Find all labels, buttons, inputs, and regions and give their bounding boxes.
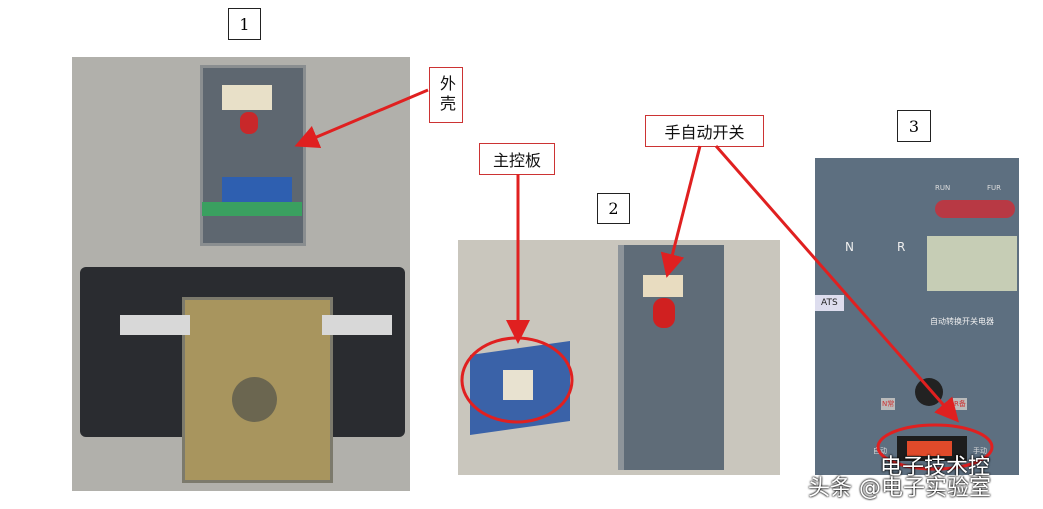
bracket	[643, 275, 683, 297]
selector-r-label: R备	[953, 398, 967, 410]
callout-manual-auto-switch: 手自动开关	[645, 115, 764, 147]
blue-relays	[222, 177, 292, 202]
callout-shell: 外壳	[429, 67, 463, 123]
watermark-line2: 头条 @电子实验室	[808, 476, 991, 501]
red-handle	[653, 298, 675, 328]
watermark-line1: 电子技术控	[880, 455, 991, 480]
callout-main-board: 主控板	[479, 143, 555, 175]
product-name: 自动转换开关电器	[930, 317, 994, 326]
run-led-label: RUN	[935, 184, 951, 192]
brand-logo	[935, 200, 1015, 218]
gear	[232, 377, 277, 422]
figure-label-1: 1	[228, 8, 261, 40]
main-board-chip	[503, 370, 533, 400]
terminal-block-right	[322, 315, 392, 335]
source-r-label: R	[897, 240, 906, 254]
green-terminals	[202, 202, 302, 216]
selector-n-label: N常	[881, 398, 896, 410]
terminal-block-left	[120, 315, 190, 335]
figure-label-2: 2	[597, 193, 630, 224]
shell-bracket	[222, 85, 272, 110]
source-n-label: N	[845, 240, 854, 254]
selector-knob	[915, 378, 943, 406]
nameplate	[927, 236, 1017, 291]
photo-ats-front-panel: RUN FUR N R ATS 自动转换开关电器 N常 R备 自动 手动	[815, 158, 1019, 475]
ats-tag: ATS	[815, 295, 844, 311]
figure-label-3: 3	[897, 110, 931, 142]
photo-opened-ats	[458, 240, 780, 475]
red-handle	[240, 112, 258, 134]
photo-disassembled-ats	[72, 57, 410, 491]
fur-led-label: FUR	[987, 184, 1002, 192]
